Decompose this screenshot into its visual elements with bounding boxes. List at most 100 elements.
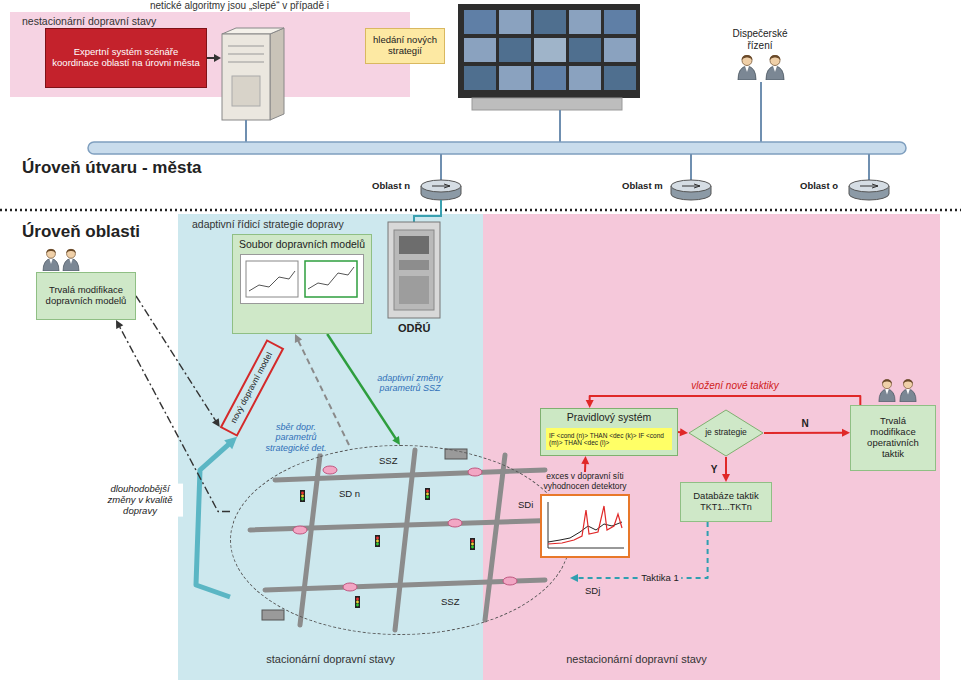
control-room-photo xyxy=(534,66,566,90)
page-text-fragment: netické algoritmy jsou „slepé“ v případě… xyxy=(150,0,329,12)
nonstationary-band: nestacionární dopravní stavy Pravidlový s… xyxy=(483,214,940,680)
node-text: nový dopravní model xyxy=(229,351,275,425)
diamond-outline xyxy=(689,410,763,456)
node-text: nestacionární dopravní stavy xyxy=(22,15,398,27)
router-icon xyxy=(868,154,870,181)
router-icon xyxy=(440,154,442,181)
controller-label: ODŘÚ xyxy=(398,322,430,335)
control-room-photo xyxy=(569,38,601,62)
control-room-photo xyxy=(499,66,531,90)
connector-label: adaptivní změny parametrů SSZ xyxy=(377,373,443,394)
node-text: stacionární dopravní stavy xyxy=(192,653,469,666)
control-room-photo xyxy=(464,10,496,34)
level-separator xyxy=(0,210,961,211)
road-network-area: SSZ SD n SSZ xyxy=(230,445,570,635)
level-separator xyxy=(0,209,961,212)
model-charts xyxy=(305,261,357,297)
control-room-photo xyxy=(458,4,640,110)
control-room-photo xyxy=(604,38,636,62)
node-text: nestacionární dopravní stavy xyxy=(483,653,790,666)
router-icon xyxy=(421,180,461,192)
person-icon xyxy=(63,249,79,271)
node-text: je strategie xyxy=(705,428,747,438)
node-text: TKT1...TKTn xyxy=(700,502,752,512)
control-room-photo xyxy=(534,10,566,34)
model-charts xyxy=(241,255,363,303)
rule-system-box: Pravidlový systém IF <cond (n)> THAN <dec… xyxy=(540,408,678,456)
connector-label: dlouhodobější změny v kvalitě dopravy xyxy=(97,484,183,517)
connector-label: Y xyxy=(711,464,718,476)
connector-label: vložení nové taktiky xyxy=(691,380,778,392)
control-room-photo xyxy=(464,66,496,90)
excess-chart xyxy=(548,502,549,548)
bus-line xyxy=(245,120,247,143)
rule-list-box: IF <cond (n)> THAN <dec (k)> IF <cond (m… xyxy=(546,428,672,450)
control-room-photo xyxy=(604,66,636,90)
connector-label: N xyxy=(801,418,808,430)
node-text: Expertní systém scénáře koordinace oblas… xyxy=(51,47,201,69)
router-icon xyxy=(421,154,889,200)
node-text: adaptivní řídicí strategie dopravy xyxy=(192,218,469,230)
model-charts xyxy=(246,261,298,297)
node-text: Pravidlový systém xyxy=(567,411,652,423)
node-text: exces v dopravní síti vyhodnocen detekto… xyxy=(540,472,630,492)
state-band: nestacionární dopravní stavyExpertní sys… xyxy=(10,12,410,97)
control-room-photo xyxy=(499,10,531,34)
router-icon xyxy=(849,186,889,200)
excess-chart xyxy=(548,547,624,548)
level-heading: Úroveň útvaru - města xyxy=(22,158,202,178)
control-room-photo xyxy=(534,38,566,62)
tactics-database-box: Databáze taktikTKT1...TKTn xyxy=(680,482,772,522)
excess-chart xyxy=(540,494,630,558)
control-room-photo xyxy=(569,66,601,90)
expert-system-box: Expertní systém scénáře koordinace oblas… xyxy=(45,28,207,88)
router-icon xyxy=(432,184,450,188)
person-icon xyxy=(738,55,756,80)
bus-line xyxy=(88,142,906,154)
control-room-photo xyxy=(464,38,496,62)
router-icon xyxy=(849,180,889,192)
area-label: Oblast n xyxy=(372,181,410,192)
decision-diamond: je strategie xyxy=(688,409,764,457)
control-room-photo xyxy=(604,10,636,34)
strategy-search-box: hledání nových strategií xyxy=(365,28,445,64)
node-text: Soubor dopravních modelů xyxy=(239,238,365,250)
model-charts xyxy=(240,254,364,304)
bus-line xyxy=(559,110,561,143)
router-icon xyxy=(860,184,878,188)
node-text: SSZ xyxy=(441,597,459,608)
model-charts xyxy=(308,267,354,289)
node-text: IF <cond (n)> THAN <dec (k)> IF <cond (m… xyxy=(549,432,669,447)
model-set-box: Soubor dopravních modelů xyxy=(232,234,372,334)
excess-chart xyxy=(548,506,622,544)
router-icon xyxy=(671,180,711,192)
person-icon xyxy=(43,249,59,271)
model-maintenance-box: Trvalá modifikace dopravních modelů xyxy=(36,272,136,320)
excess-chart xyxy=(548,522,622,542)
dispatcher-label: Dispečerské řízení xyxy=(725,28,795,51)
router-icon xyxy=(421,186,461,200)
arrow-head xyxy=(116,320,123,329)
router-icon xyxy=(671,186,711,200)
control-room-photo xyxy=(472,98,622,110)
bus-line xyxy=(760,82,762,143)
node-text: SSZ xyxy=(379,456,397,467)
area-label: Oblast o xyxy=(800,181,838,192)
node-text: Databáze taktik xyxy=(693,491,758,502)
detector-label: SDj xyxy=(585,586,600,597)
router-icon xyxy=(690,154,692,181)
area-label: Oblast m xyxy=(622,181,663,192)
node-text: SD n xyxy=(339,489,360,500)
control-room-photo xyxy=(458,4,640,98)
traffic-excess-chart: exces v dopravní síti vyhodnocen detekto… xyxy=(540,472,630,558)
model-charts xyxy=(249,271,295,291)
excess-chart xyxy=(542,496,628,556)
tactics-maintenance-box: Trvalá modifikace operativních taktik xyxy=(850,405,936,471)
connector-label: sběr dopr. parametrů strategické det. xyxy=(264,422,328,453)
stationary-band: adaptivní řídicí strategie dopravy stacio… xyxy=(178,214,483,680)
detector-label: SDi xyxy=(518,500,533,511)
node-text: Trvalá modifikace dopravních modelů xyxy=(42,285,130,307)
node-text: Trvalá modifikace operativních taktik xyxy=(856,416,930,460)
level-heading: Úroveň oblasti xyxy=(22,222,140,242)
